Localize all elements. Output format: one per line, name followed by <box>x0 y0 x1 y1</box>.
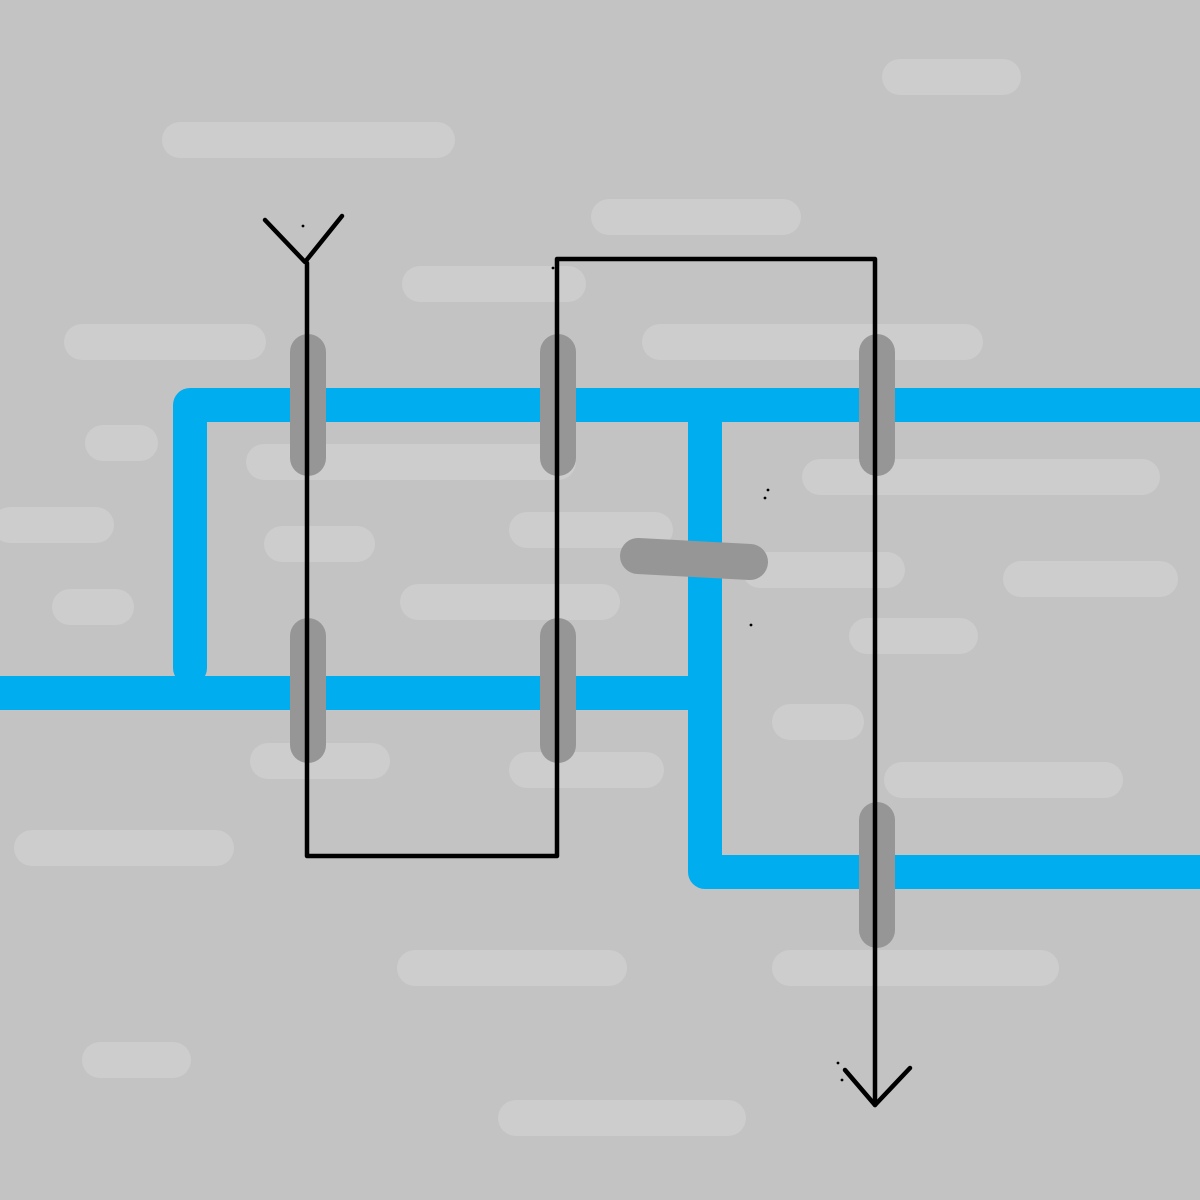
pencil-specks <box>301 224 844 1082</box>
speck <box>763 496 767 500</box>
drawn-path[interactable] <box>262 213 913 1108</box>
speck <box>766 488 770 492</box>
arrow-down-icon <box>842 1065 913 1108</box>
chevron-down-icon <box>262 213 345 265</box>
valve-7[interactable] <box>620 538 768 580</box>
speck <box>749 623 753 627</box>
path-line <box>304 256 878 1108</box>
speck <box>836 1061 840 1065</box>
speck <box>551 266 555 270</box>
speck <box>301 224 305 228</box>
speck <box>840 1078 844 1082</box>
